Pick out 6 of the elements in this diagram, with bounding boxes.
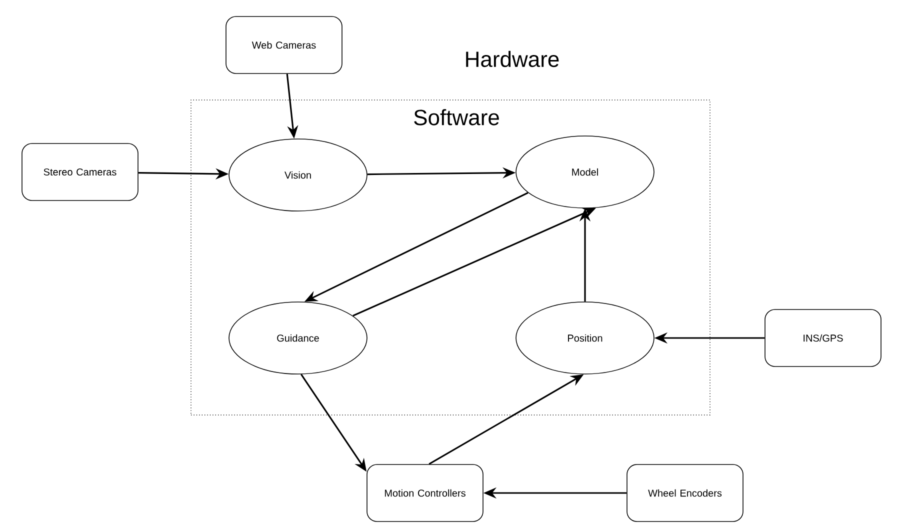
hardware-box: Web Cameras xyxy=(226,16,342,74)
region-label: Hardware xyxy=(466,50,559,68)
hardware-box: INS/GPS xyxy=(764,309,882,367)
hardware-box: Wheel Encoders xyxy=(626,464,744,522)
hardware-box: Stereo Cameras xyxy=(22,143,138,201)
hardware-box: Motion Controllers xyxy=(366,464,484,522)
